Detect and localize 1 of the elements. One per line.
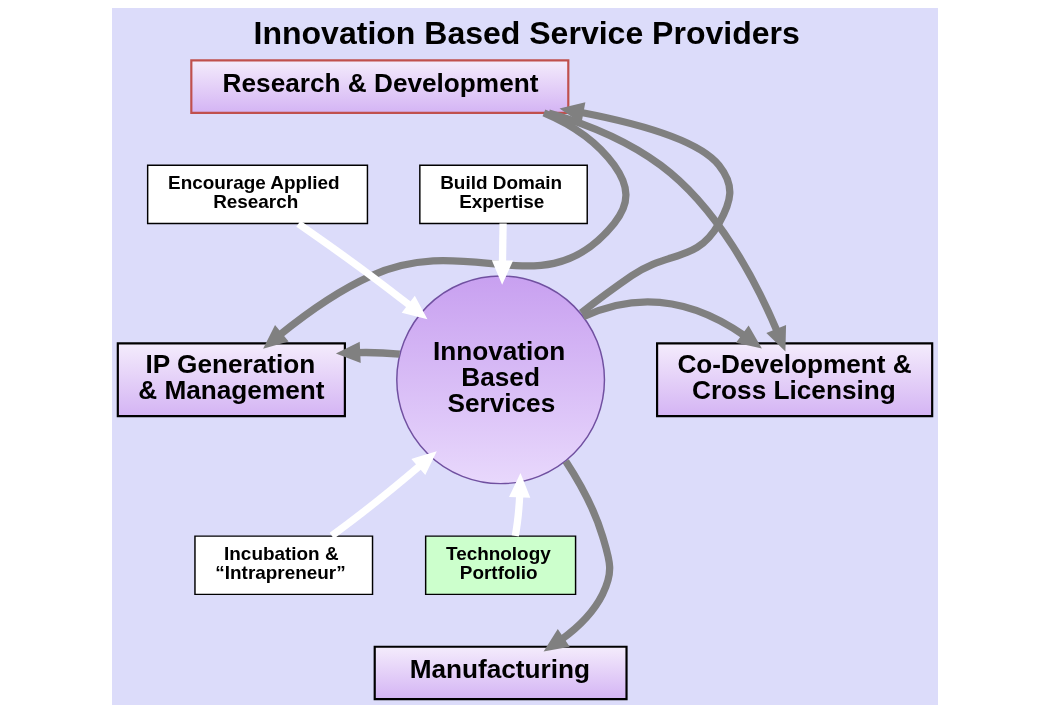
- diagram-title: Innovation Based Service Providers: [253, 14, 800, 51]
